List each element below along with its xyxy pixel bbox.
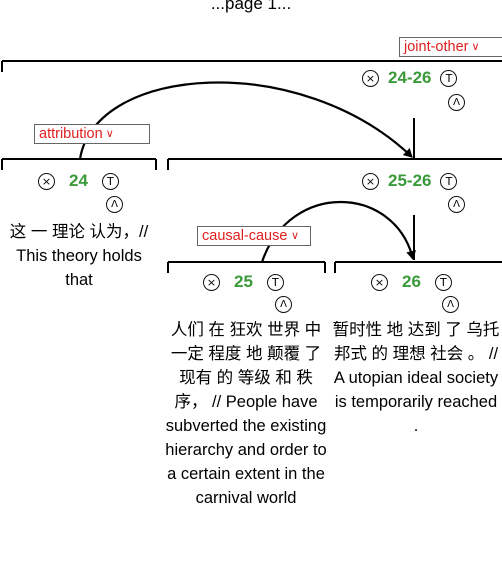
delete-x-icon[interactable]: × [362,172,379,190]
up-arrow-icon[interactable]: Λ [106,196,123,213]
relation-joint-other-label: joint-other [404,39,469,55]
segment-text-25: 人们 在 狂欢 世界 中 一定 程度 地 颠覆 了 现有 的 等级 和 秩序， … [165,321,327,507]
segment-text-26: 暂时性 地 达到 了 乌托邦式 的 理想 社会 。 // A utopian i… [332,321,500,435]
text-t-icon[interactable]: T [440,172,458,190]
span-bar-24-26 [1,60,502,72]
relation-causal-label: causal-cause [202,228,288,244]
node-24-controls: × 24 T [38,171,119,191]
text-t-icon[interactable]: T [440,69,458,87]
span-id-25: 25 [234,272,253,291]
node-24-26-controls: × 24-26 T [362,68,458,88]
up-arrow-icon[interactable]: Λ [448,94,465,111]
relation-attribution-select[interactable]: attribution∨ [34,124,150,144]
span-bar-25 [167,261,326,273]
up-arrow-icon[interactable]: Λ [275,296,292,313]
span-bar-24 [1,158,157,170]
page-indicator: ...page 1... [210,0,292,13]
node-25-controls: × 25 T [203,272,284,292]
delete-x-icon[interactable]: × [203,273,220,291]
span-id-24: 24 [69,171,88,190]
chevron-down-icon: ∨ [291,230,300,242]
node-25-26-controls: × 25-26 T [362,171,458,191]
relation-causal-select[interactable]: causal-cause∨ [197,226,311,246]
span-id-24-26: 24-26 [388,68,432,87]
delete-x-icon[interactable]: × [38,172,55,190]
text-t-icon[interactable]: T [101,172,119,190]
up-arrow-icon[interactable]: Λ [442,296,459,313]
span-id-25-26: 25-26 [388,171,432,190]
relation-attribution-label: attribution [39,126,103,142]
up-arrow-icon[interactable]: Λ [448,196,465,213]
chevron-down-icon: ∨ [105,128,114,140]
delete-x-icon[interactable]: × [371,273,388,291]
arc-attribution [78,81,413,160]
relation-joint-other-select[interactable]: joint-other∨ [399,37,502,57]
text-t-icon[interactable]: T [266,273,284,291]
span-id-26: 26 [402,272,421,291]
delete-x-icon[interactable]: × [362,69,379,87]
segment-text-24: 这 一 理论 认为，// This theory holds that [9,223,149,289]
node-26-controls: × 26 T [371,272,452,292]
span-bar-26 [334,261,502,273]
chevron-down-icon: ∨ [471,41,480,53]
text-t-icon[interactable]: T [434,273,452,291]
span-bar-25-26 [167,158,502,170]
